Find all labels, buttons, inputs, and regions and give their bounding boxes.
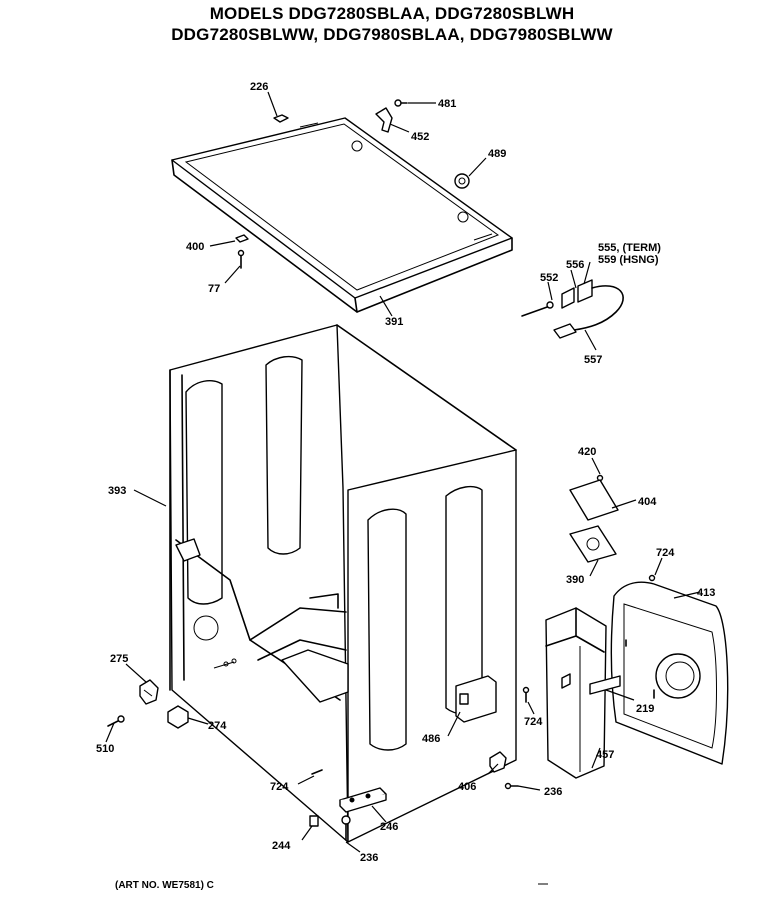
label-406: 406	[458, 781, 476, 793]
label-481: 481	[438, 98, 456, 110]
screw-236-bottom	[341, 815, 351, 841]
diagram-title-line-2: DDG7280SBLWW, DDG7980SBLAA, DDG7980SBLWW	[171, 25, 613, 44]
label-724-upper: 724	[656, 547, 675, 559]
diagram-title-line-1: MODELS DDG7280SBLAA, DDG7280SBLWH	[209, 4, 575, 23]
screw-236-right	[504, 782, 519, 790]
part-274	[167, 705, 189, 729]
label-724-lower: 724	[270, 781, 289, 793]
label-413: 413	[697, 587, 715, 599]
label-404: 404	[638, 496, 657, 508]
label-557: 557	[584, 354, 602, 366]
label-510: 510	[96, 743, 114, 755]
screw-724-upper	[648, 574, 656, 582]
label-724-mid: 724	[524, 716, 543, 728]
screw-724-lower	[311, 769, 323, 775]
label-555-term: 555, (TERM)	[598, 242, 661, 254]
label-236-bottom: 236	[360, 852, 378, 864]
label-452: 452	[411, 131, 429, 143]
label-559-hsng: 559 (HSNG)	[598, 254, 659, 266]
label-393: 393	[108, 485, 126, 497]
label-244: 244	[272, 840, 291, 852]
wire-harness-557	[553, 285, 624, 339]
label-556: 556	[566, 259, 584, 271]
clip-400	[235, 234, 249, 243]
plate-404	[569, 479, 619, 521]
art-number: (ART NO. WE7581) C	[115, 880, 214, 891]
label-390: 390	[566, 574, 584, 586]
screw-77	[237, 249, 245, 269]
part-labels: 226 481 452 489 400 77 391 555, (TERM) 5…	[96, 81, 715, 864]
terminal-block-556	[561, 279, 593, 309]
bracket-246	[339, 787, 387, 813]
clip-226	[273, 114, 289, 123]
label-486: 486	[422, 733, 440, 745]
label-420: 420	[578, 446, 596, 458]
leader-lines	[105, 91, 701, 853]
part-275	[139, 679, 159, 705]
control-panel-413	[610, 581, 729, 765]
foot-244	[309, 815, 319, 827]
label-391: 391	[385, 316, 403, 328]
cabinet	[169, 324, 517, 843]
knob-489	[454, 173, 470, 189]
label-219: 219	[636, 703, 654, 715]
label-400: 400	[186, 241, 204, 253]
label-457: 457	[596, 749, 614, 761]
label-274: 274	[208, 720, 227, 732]
screw-510	[107, 715, 125, 727]
screw-481	[394, 99, 408, 107]
label-236-right: 236	[544, 786, 562, 798]
label-226: 226	[250, 81, 268, 93]
label-246: 246	[380, 821, 398, 833]
gasket-390	[569, 525, 617, 563]
hinge-406	[489, 751, 507, 773]
label-77: 77	[208, 283, 220, 295]
label-552: 552	[540, 272, 558, 284]
label-489: 489	[488, 148, 506, 160]
bracket-452	[375, 107, 393, 133]
control-box-457	[545, 607, 621, 779]
label-275: 275	[110, 653, 128, 665]
top-panel	[171, 117, 513, 313]
connector-552	[521, 301, 554, 317]
screw-724-mid	[522, 686, 530, 703]
